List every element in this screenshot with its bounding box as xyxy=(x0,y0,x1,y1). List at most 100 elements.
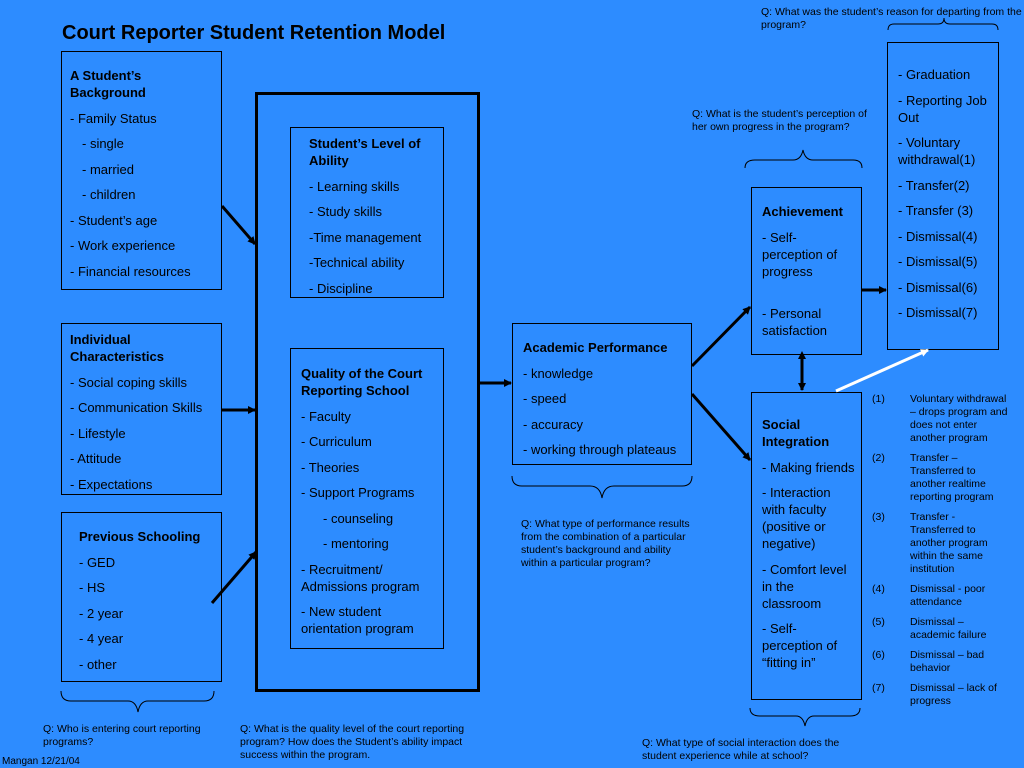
footnote-item: (7) Dismissal – lack of progress xyxy=(872,682,1024,708)
academic-box: Academic Performance - knowledge - speed… xyxy=(512,323,692,465)
list-item: - Learning skills xyxy=(309,178,400,194)
outcomes-box: - Graduation - Reporting Job Out - Volun… xyxy=(887,42,999,350)
list-item: - Financial resources xyxy=(70,263,191,279)
footnote-item: (2) Transfer – Transferred to another re… xyxy=(872,452,1024,504)
list-item: - Reporting Job Out xyxy=(898,92,987,125)
list-item: - Transfer (3) xyxy=(898,203,974,218)
footnote-item: (1) Voluntary withdrawal – drops program… xyxy=(872,393,1024,445)
list-item: - Self-perception of “fitting in” xyxy=(762,621,838,670)
arrow-social-to-outcomes xyxy=(835,348,929,393)
list-item: - other xyxy=(79,656,117,672)
question-quality: Q: What is the quality level of the cour… xyxy=(240,723,465,761)
list-item: - Dismissal(5) xyxy=(898,254,978,269)
list-item: - Faculty xyxy=(301,408,351,424)
list-item: - GED xyxy=(79,554,116,570)
brace-departing xyxy=(887,17,999,31)
list-item: - New student orientation program xyxy=(301,604,414,636)
list-item: - Personal satisfaction xyxy=(762,305,828,338)
author-credit: Mangan 12/21/04 xyxy=(2,756,80,767)
brace-entering xyxy=(60,690,215,713)
brace-perception xyxy=(744,149,863,169)
question-social: Q: What type of social interaction does … xyxy=(642,737,840,762)
list-item: - Comfort level in the classroom xyxy=(762,561,847,611)
arrow-schooling-to-program xyxy=(210,551,258,604)
quality-heading: Quality of the Court Reporting School xyxy=(301,366,423,398)
question-entering: Q: Who is entering court reporting progr… xyxy=(43,723,201,748)
social-box: Social Integration - Making friends - In… xyxy=(751,392,862,700)
list-item: - Transfer(2) xyxy=(898,177,970,193)
list-item: - Self-perception of progress xyxy=(762,229,838,279)
list-item: - 4 year xyxy=(79,631,124,646)
list-item: - knowledge xyxy=(523,365,594,381)
background-box: A Student’s Background - Family Status -… xyxy=(61,51,222,290)
academic-heading: Academic Performance xyxy=(523,340,668,355)
achievement-heading: Achievement xyxy=(762,204,843,219)
arrow-academic-to-achievement xyxy=(690,305,752,368)
list-item: - Graduation xyxy=(898,67,971,82)
individual-box: Individual Characteristics - Social copi… xyxy=(61,323,222,495)
list-item: - Theories xyxy=(301,459,360,475)
previous-heading: Previous Schooling xyxy=(79,529,201,544)
list-item: - Lifestyle xyxy=(70,425,126,441)
question-perception: Q: What is the student’s perception of h… xyxy=(692,108,867,133)
footnotes: (1) Voluntary withdrawal – drops program… xyxy=(872,393,1024,715)
list-item: - mentoring xyxy=(323,536,389,551)
social-heading: Social Integration xyxy=(762,417,830,449)
footnote-text: Dismissal – lack of progress xyxy=(910,682,997,707)
list-item: - Study skills xyxy=(309,204,382,219)
footnote-number: (3) xyxy=(872,511,885,523)
list-item: - Social coping skills xyxy=(70,374,188,390)
list-item: - Communication Skills xyxy=(70,400,203,415)
list-item: - Support Programs xyxy=(301,485,415,500)
individual-heading: Individual Characteristics xyxy=(70,332,164,364)
list-item: - Curriculum xyxy=(301,434,372,449)
list-item: - Work experience xyxy=(70,238,176,253)
list-item: - single xyxy=(82,136,124,151)
footnote-item: (6) Dismissal – bad behavior xyxy=(872,649,1024,675)
list-item: - Family Status xyxy=(70,110,157,126)
list-item: - 2 year xyxy=(79,605,124,621)
list-item: - Dismissal(4) xyxy=(898,228,978,244)
brace-performance xyxy=(511,475,693,499)
footnote-item: (3) Transfer - Transferred to another pr… xyxy=(872,511,1024,576)
footnote-item: (5) Dismissal – academic failure xyxy=(872,616,1024,642)
arrow-academic-to-social xyxy=(690,393,752,461)
quality-box: Quality of the Court Reporting School - … xyxy=(290,348,444,649)
list-item: - Interaction with faculty (positive or … xyxy=(762,485,831,551)
footnote-number: (6) xyxy=(872,649,885,661)
list-item: - HS xyxy=(79,580,105,595)
list-item: - counseling xyxy=(323,510,394,526)
ability-heading: Student’s Level of Ability xyxy=(309,136,421,168)
footnote-text: Dismissal – bad behavior xyxy=(910,649,985,674)
list-item: - Expectations xyxy=(70,476,153,492)
footnote-number: (7) xyxy=(872,682,885,694)
list-item: - Recruitment/ Admissions program xyxy=(301,561,420,594)
footnote-text: Dismissal – academic failure xyxy=(910,616,987,641)
footnote-text: Transfer - Transferred to another progra… xyxy=(910,511,988,575)
list-item: -Time management xyxy=(309,229,422,245)
footnote-number: (5) xyxy=(872,616,885,628)
background-heading: A Student’s Background xyxy=(70,68,146,100)
list-item: - Voluntary withdrawal(1) xyxy=(898,135,976,167)
list-item: - speed xyxy=(523,391,567,406)
list-item: - Dismissal(6) xyxy=(898,279,978,295)
list-item: - accuracy xyxy=(523,416,583,432)
footnote-text: Dismissal - poor attendance xyxy=(910,583,986,608)
footnote-text: Transfer – Transferred to another realti… xyxy=(910,452,994,503)
footnote-number: (4) xyxy=(872,583,885,595)
list-item: - children xyxy=(82,187,136,202)
program-container xyxy=(255,92,480,692)
previous-schooling-box: Previous Schooling - GED - HS - 2 year -… xyxy=(61,512,222,682)
list-item: - married xyxy=(82,161,135,177)
list-item: - Dismissal(7) xyxy=(898,305,978,320)
list-item: -Technical ability xyxy=(309,255,405,270)
footnote-number: (2) xyxy=(872,452,885,464)
page-title: Court Reporter Student Retention Model xyxy=(62,22,446,44)
question-departing: Q: What was the student’s reason for dep… xyxy=(761,6,1022,31)
arrow-background-to-program xyxy=(220,205,257,245)
footnote-number: (1) xyxy=(872,393,885,405)
list-item: - Discipline xyxy=(309,280,373,296)
question-performance: Q: What type of performance results from… xyxy=(521,518,690,569)
brace-social xyxy=(749,707,861,727)
